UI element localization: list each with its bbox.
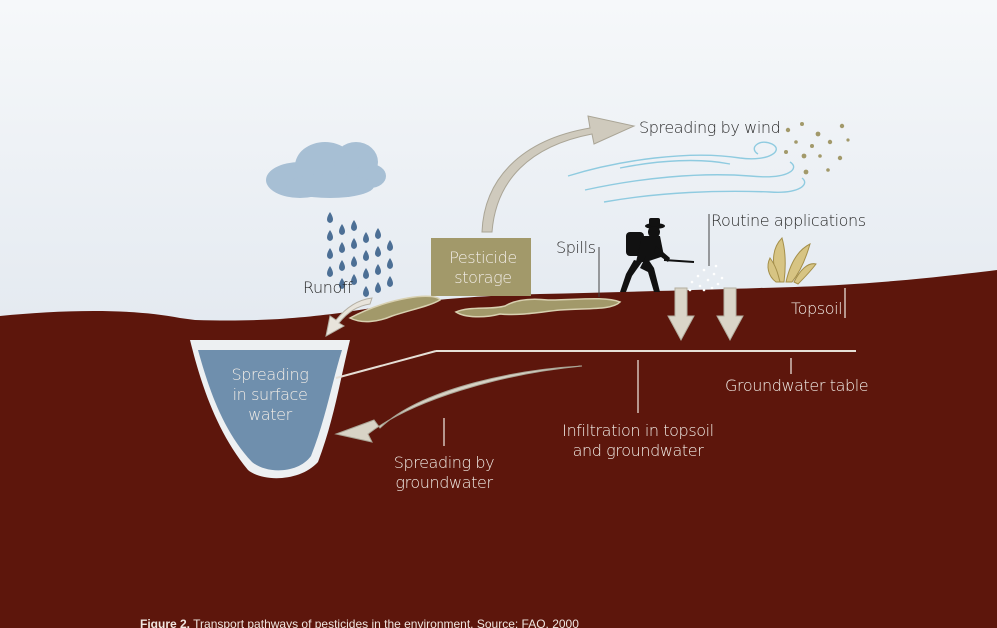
label-routine-applications: Routine applications [711,211,866,230]
rain-drop [363,250,369,261]
rain-drop [375,282,381,293]
rain-drop [327,266,333,277]
rain-drop [387,258,393,269]
figure-label: Figure 2. [140,617,191,628]
farmer-spraying-icon [620,218,695,292]
groundwater-table-slope [335,350,437,379]
rain-drop [351,238,357,249]
rain-drop [351,256,357,267]
rain-drop [387,276,393,287]
rain-drop [327,230,333,241]
label-pesticide-storage-2: storage [454,268,511,287]
rain-drop [327,248,333,259]
rain-drop [327,212,333,223]
groundwater-spread-arrow [334,365,583,443]
spray-dot [720,276,724,280]
soil-ground [0,270,997,628]
spill-puddle [454,297,622,318]
runoff-arrow [325,297,373,337]
spray-particles-icon [688,264,724,292]
rain-drop [363,232,369,243]
rain-drop [363,286,369,297]
label-surface-water-3: water [248,405,292,424]
spray-dot [690,280,694,284]
label-spills: Spills [556,238,596,257]
pesticide-storage-box [431,238,531,296]
rain-drop [351,274,357,285]
label-groundwater-spread-2: groundwater [395,473,493,492]
rain-drop [339,224,345,235]
rain-drop [375,228,381,239]
label-groundwater-table: Groundwater table [725,376,868,395]
rain-drop [351,220,357,231]
label-pesticide-storage-1: Pesticide [449,248,517,267]
spray-dot [716,282,720,286]
label-surface-water-1: Spreading [232,365,309,384]
spray-dot [702,268,706,272]
spray-dot [702,288,706,292]
spray-dot [698,284,702,288]
rain-drop [375,264,381,275]
spray-dot [712,272,716,276]
wind-spread-arrow [481,115,636,233]
rain-drop [363,268,369,279]
label-infiltration-1: Infiltration in topsoil [562,421,713,440]
wind-particles-icon [784,122,850,175]
spray-dot [714,264,718,268]
surface-water [198,350,342,471]
rain-drop [339,242,345,253]
spray-dot [696,274,700,278]
cloud-icon [266,142,386,198]
spray-dot [706,278,710,282]
rain-drop [339,278,345,289]
label-groundwater-spread-1: Spreading by [394,453,494,472]
figure-caption-text: Transport pathways of pesticides in the … [193,617,579,628]
figure-caption: Figure 2. Transport pathways of pesticid… [140,617,840,628]
rain-drop [387,240,393,251]
spray-dot [710,286,714,290]
rain-drops-icon [327,212,393,297]
crop-plant-icon [767,237,817,285]
infiltration-arrows-icon [667,287,744,342]
label-surface-water-2: in surface [233,385,308,404]
rain-drop [375,246,381,257]
label-infiltration-2: and groundwater [573,441,705,460]
spray-dot [688,288,692,292]
label-spreading-by-wind: Spreading by wind [639,118,780,137]
rain-drop [339,260,345,271]
runoff-stream [348,295,441,323]
label-runoff: Runoff [303,278,353,297]
wind-swirls-icon [567,141,806,203]
label-topsoil: Topsoil [791,299,842,318]
